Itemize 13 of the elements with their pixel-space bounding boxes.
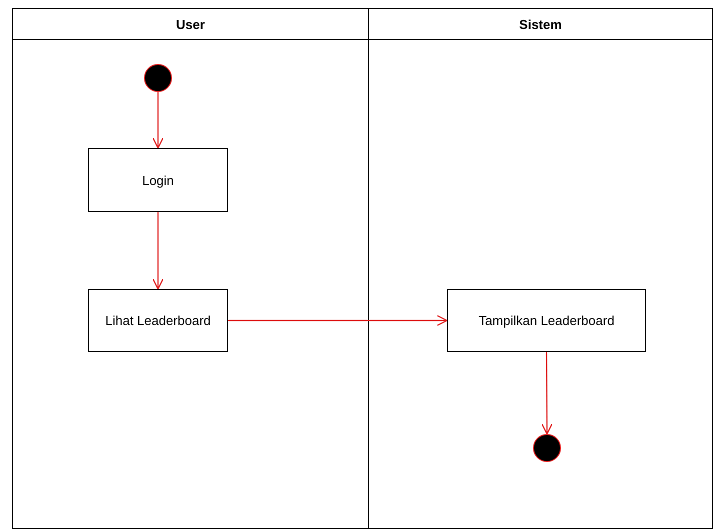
arrow: [152, 212, 164, 290]
activity-box: Lihat Leaderboard: [88, 289, 228, 352]
arrow: [541, 352, 553, 435]
lane-title: Sistem: [519, 16, 562, 32]
lane-title: User: [176, 16, 205, 32]
end-node: [533, 434, 561, 462]
swimlane: [12, 8, 369, 529]
swimlane: [368, 8, 713, 529]
start-node: [144, 64, 172, 92]
activity-box: Tampilkan Leaderboard: [447, 289, 646, 352]
activity-box: Login: [88, 148, 228, 212]
arrow: [228, 314, 448, 326]
arrow: [152, 92, 164, 149]
